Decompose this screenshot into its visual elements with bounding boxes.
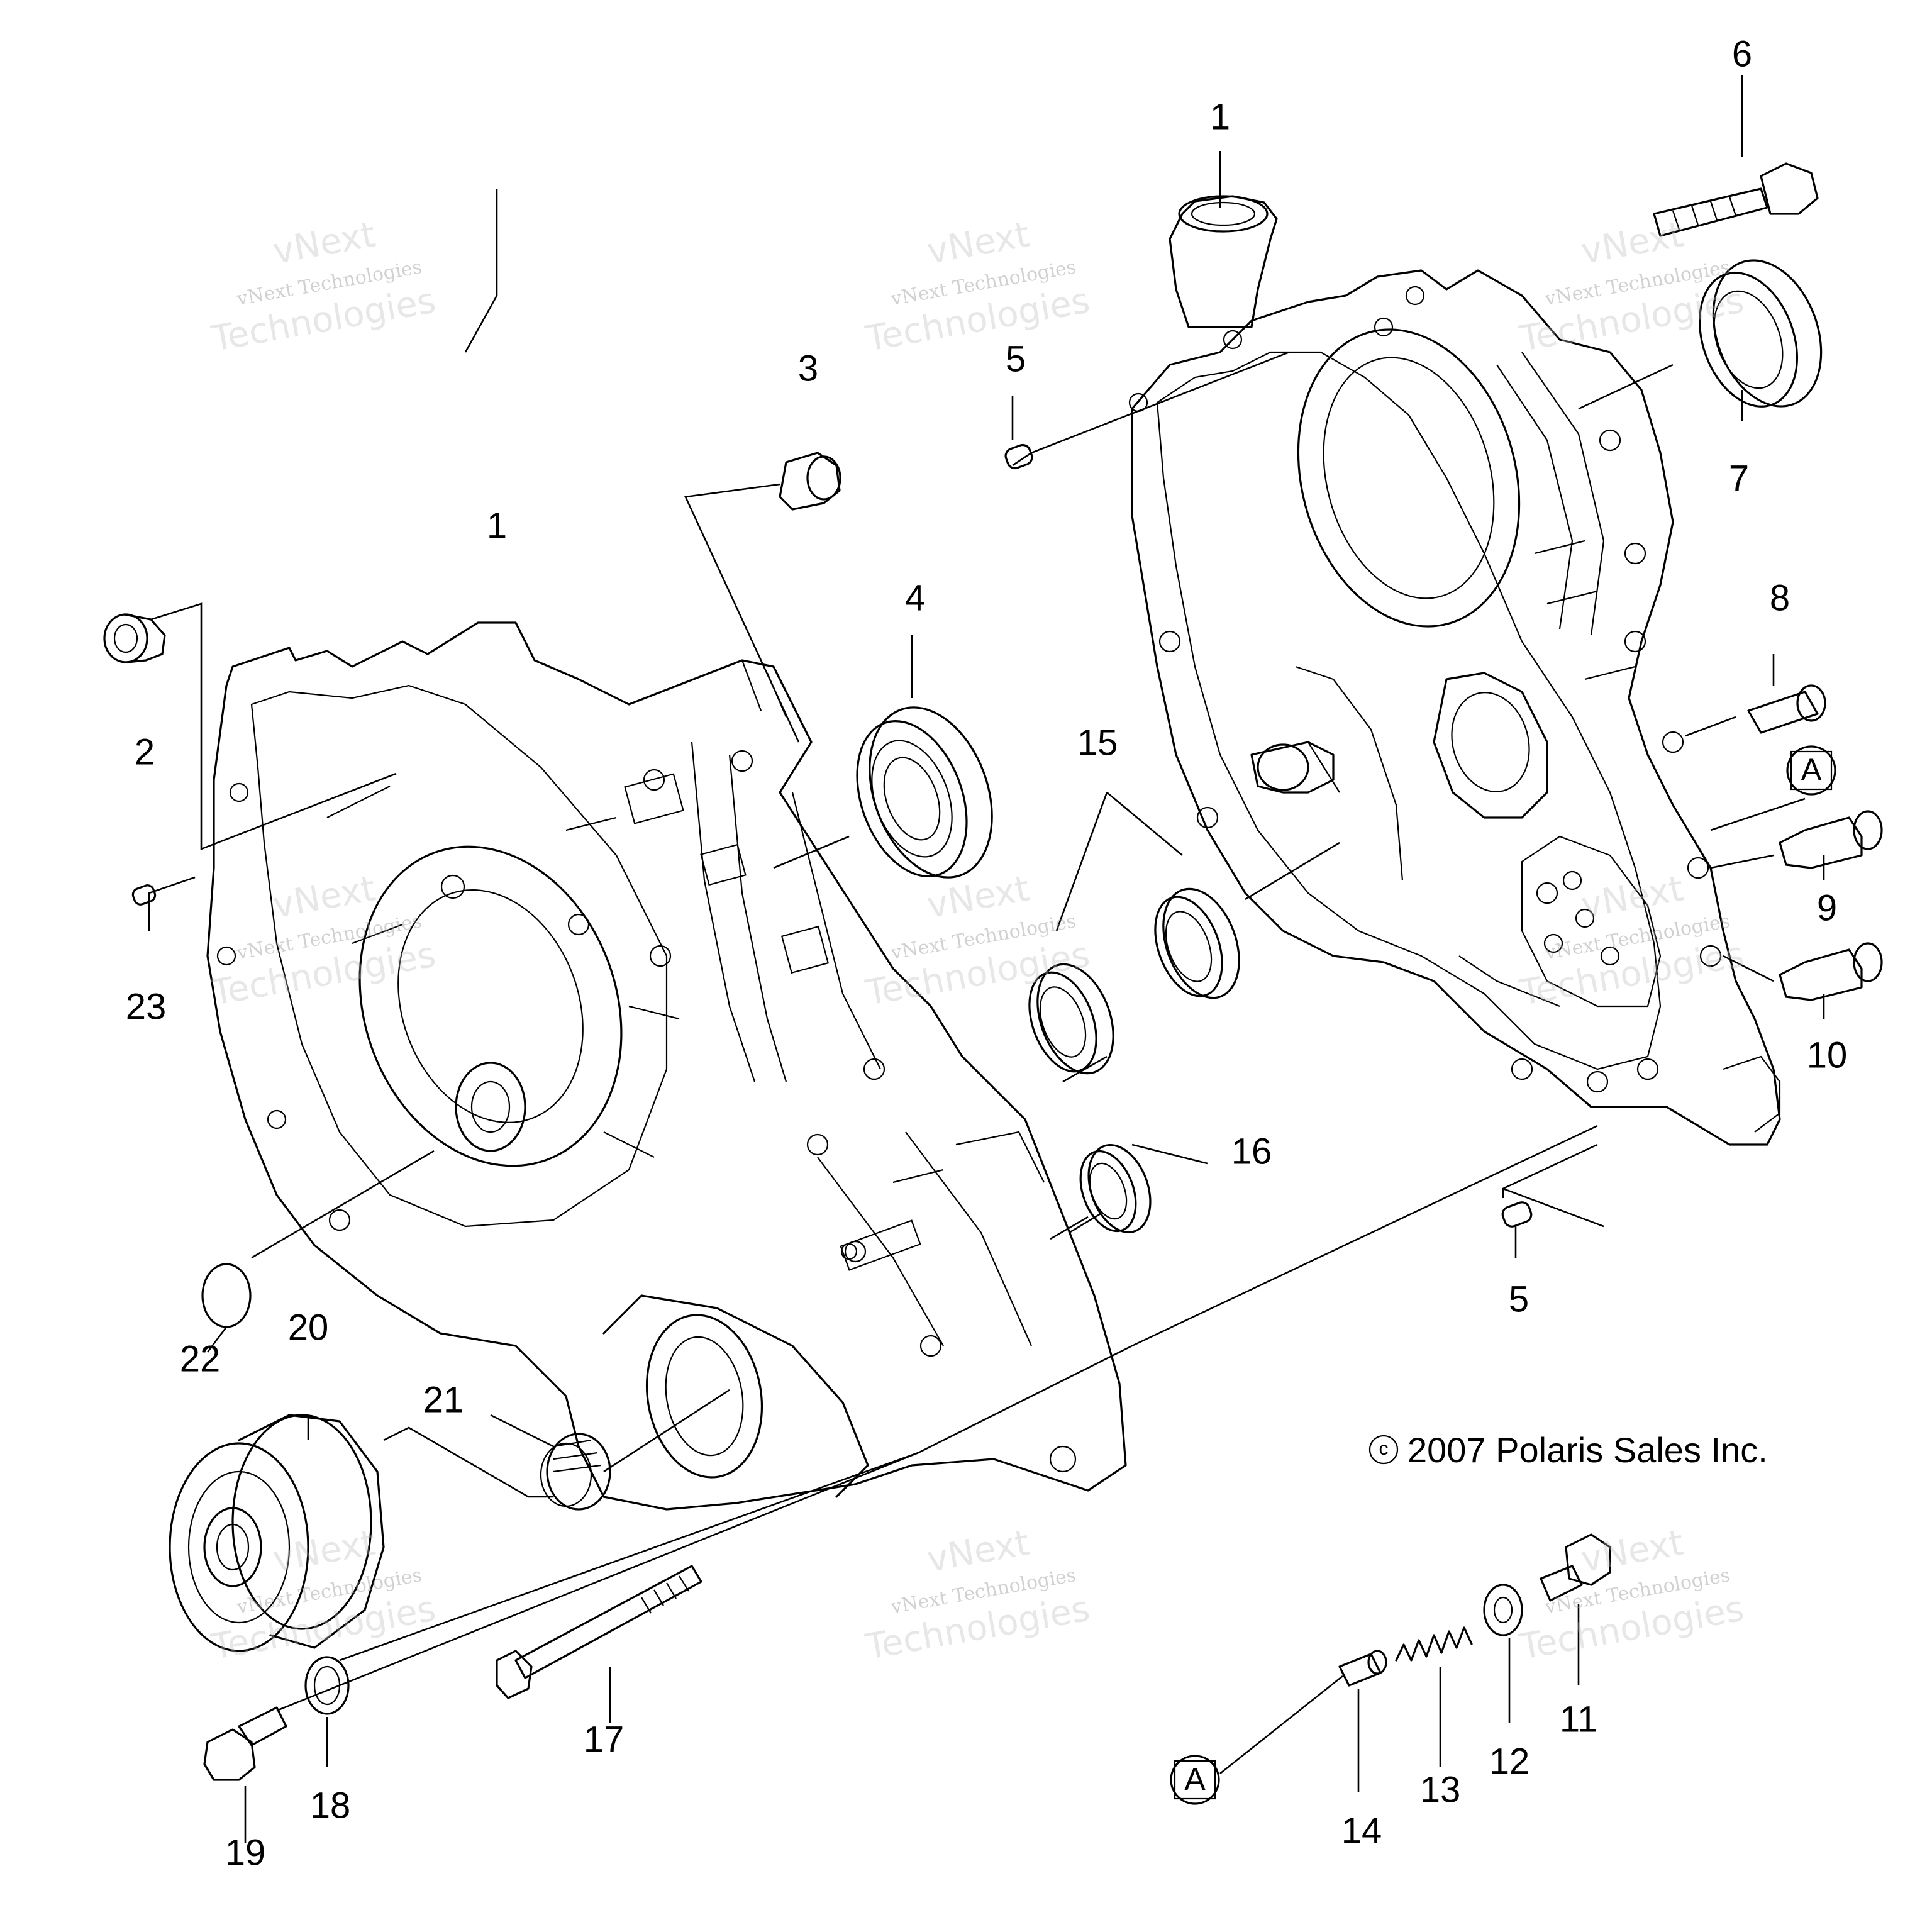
callout-18: 18 [310,1785,351,1826]
watermark: vNext vNext Technologies Technologies [1516,214,1747,360]
plunger-14 [1338,1650,1387,1687]
washer-12 [1483,1584,1523,1636]
callout-23: 23 [126,986,167,1027]
fitting-10 [1779,942,1883,1001]
left-crankcase [206,621,1127,1511]
watermark: vNext vNext Technologies Technologies [1516,869,1747,1014]
callout-20: 20 [288,1307,329,1348]
callout-11: 11 [1560,1699,1597,1740]
callout-21: 21 [423,1379,464,1420]
washer-18 [304,1656,350,1715]
bearing-16 [1079,1144,1152,1233]
watermark: vNext vNext Technologies Technologies [208,869,439,1014]
pulley-20 [169,1414,385,1652]
bearing-4 [856,706,993,879]
drain-bolt-19 [203,1706,287,1781]
callout-labels: 1 1 2 3 4 5 5 6 7 8 9 10 11 12 13 14 15 … [126,33,1848,1873]
callout-15: 15 [1077,722,1118,763]
callout-1-left: 1 [487,505,507,546]
svg-text:vNext: vNext [1578,869,1686,926]
dowel-pin-5-upper [1004,443,1033,470]
bearing-15-lower [1028,963,1114,1075]
svg-text:vNext: vNext [270,869,378,926]
callout-17: 17 [584,1719,625,1760]
bearing-15-upper [1154,887,1240,999]
sleeve-8 [1747,684,1826,734]
callout-2: 2 [135,731,155,772]
callout-9: 9 [1817,887,1837,928]
reference-mark-lower: A [1170,1755,1220,1805]
bolt-11 [1540,1533,1611,1602]
callout-14: 14 [1341,1810,1382,1851]
oil-seal-7 [1698,259,1823,408]
callout-13: 13 [1420,1769,1461,1810]
copyright-notice: c 2007 Polaris Sales Inc. [1368,1430,1768,1470]
dowel-pin-5-lower [1501,1201,1533,1228]
callout-10: 10 [1807,1035,1848,1075]
watermark: vNext vNext Technologies Technologies [208,1523,439,1668]
dowel-pin-23 [131,884,157,906]
sleeve-3 [779,452,841,511]
watermark: vNext vNext Technologies Technologies [862,869,1093,1014]
reference-mark-label: A [1184,1762,1206,1797]
copyright-text: 2007 Polaris Sales Inc. [1407,1430,1768,1470]
leader-lines [148,75,1825,1843]
bolt-6 [1653,162,1819,237]
callout-3: 3 [798,348,818,389]
svg-text:vNext: vNext [1578,1523,1686,1580]
spring-13 [1395,1626,1473,1662]
callout-22: 22 [180,1338,221,1379]
callout-6: 6 [1732,33,1752,74]
seal-21 [540,1433,611,1511]
watermark: vNext vNext Technologies Technologies [862,1523,1093,1668]
bolt-17 [496,1565,702,1699]
callout-5-upper: 5 [1006,338,1026,379]
svg-text:vNext: vNext [1578,214,1686,272]
fitting-9 [1779,810,1883,869]
svg-text:vNext: vNext [924,214,1032,272]
callout-1-right: 1 [1210,96,1230,137]
callout-7: 7 [1729,458,1749,499]
callout-8: 8 [1770,577,1790,618]
right-crankcase [1128,195,1781,1146]
callout-4: 4 [905,577,925,618]
watermark: vNext vNext Technologies Technologies [1516,1523,1747,1668]
watermark: vNext vNext Technologies Technologies [208,214,439,360]
svg-text:vNext: vNext [924,1523,1032,1580]
watermark: vNext vNext Technologies Technologies [862,214,1093,360]
bushing-2 [103,613,166,663]
callout-16: 16 [1231,1131,1272,1172]
callout-19: 19 [225,1832,266,1873]
callout-5-lower: 5 [1509,1279,1529,1319]
svg-text:vNext: vNext [270,214,378,272]
copyright-symbol: c [1379,1438,1389,1459]
reference-mark-label: A [1801,752,1822,787]
plug-22 [201,1263,252,1328]
callout-12: 12 [1489,1741,1530,1782]
reference-mark-upper: A [1786,745,1836,796]
